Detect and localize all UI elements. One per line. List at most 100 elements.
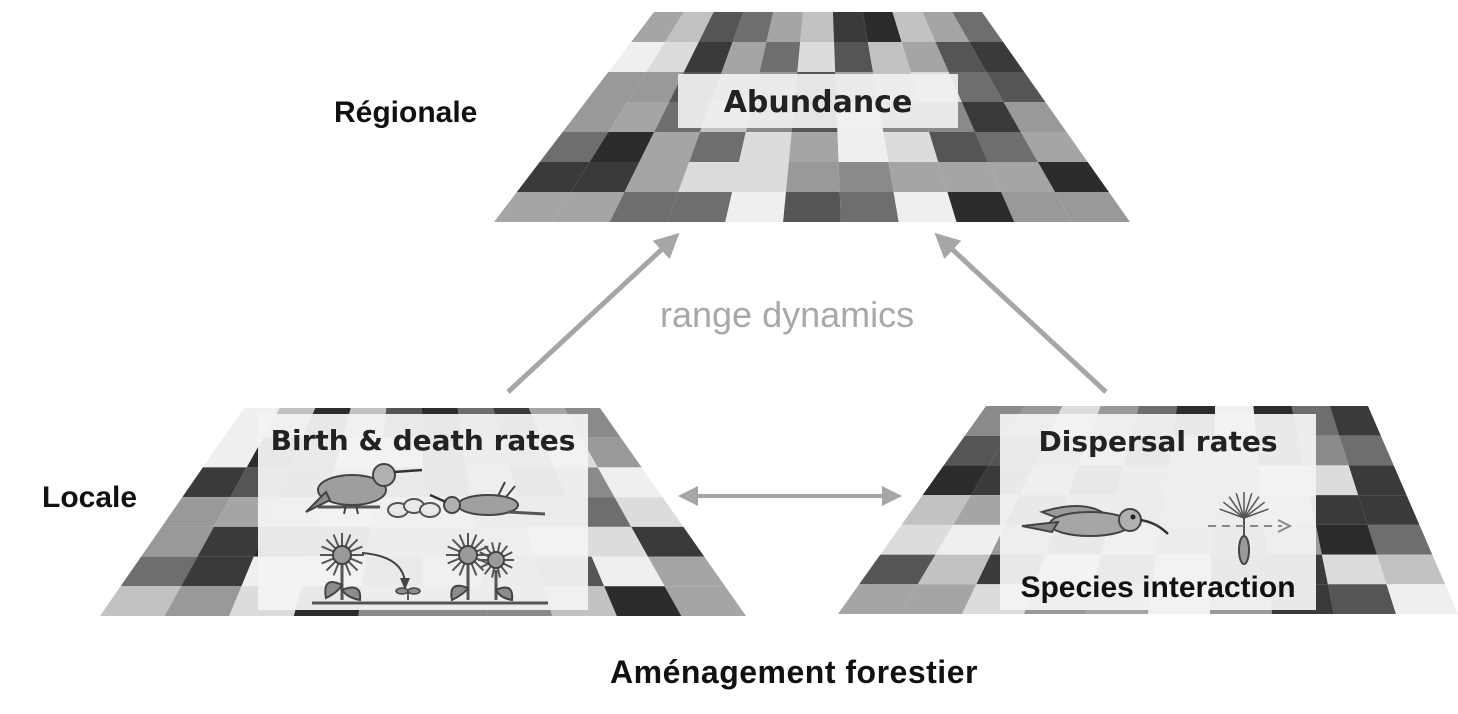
grid-cell [988,162,1056,192]
grid-cell [1339,435,1394,466]
grid-cell [948,72,1004,102]
grid-cell [647,556,726,587]
species-interaction-title: Species interaction [1020,571,1295,604]
eggs-icon [387,498,441,518]
grid-cell [182,467,247,498]
grid-cell [494,192,571,222]
petal-stroke [1243,496,1260,519]
grid-cell [880,524,954,555]
grid-cell [834,42,874,72]
grid-cell [604,586,682,616]
grid-cell [164,586,242,616]
grid-cell [698,12,744,42]
regional-scale-label: Régionale [334,96,478,129]
grid-cell [862,12,902,42]
grid-cell [539,132,609,162]
dandelion-seed-icon [1208,492,1293,565]
grid-cell [922,465,989,496]
grid-cell [917,554,991,585]
grid-cell [646,42,699,72]
grid-cell [797,42,836,72]
grid-cell [1377,554,1446,585]
dispersal-box: Dispersal rates Species interaction [1000,414,1316,610]
birth-death-box: Birth & death rates [258,414,588,610]
petal-stroke [1243,501,1266,519]
grid-cell [627,72,684,102]
petal-stroke [1243,508,1269,519]
grid-cell [943,435,1007,466]
petal-stroke [1222,501,1245,519]
grid-cell [901,42,949,72]
dead-bird-icon [429,481,546,516]
grid-cell [1037,162,1109,192]
petal-stroke [1219,508,1245,519]
seed-arrow-icon [361,552,406,583]
dispersal-title: Dispersal rates [1039,425,1278,458]
grid-cell [579,526,648,557]
grid-cell [1367,524,1433,555]
grid-cell [664,12,714,42]
grid-cell [961,102,1021,132]
grid-cell [900,584,977,614]
grid-cell [1327,584,1396,614]
grid-cell [738,132,792,162]
grid-cell [800,12,835,42]
grid-cell [1303,465,1359,496]
grid-cell [759,42,801,72]
grid-cell [581,437,642,468]
grid-cell [893,192,957,222]
range-dynamics-right-arrow [934,232,1108,394]
grid-cell [1386,584,1458,614]
grid-cell [788,132,839,162]
range-dynamics-label: range dynamics [660,294,915,335]
grid-cell [664,586,746,616]
grid-cell [974,132,1038,162]
grid-cell [732,162,789,192]
grid-cell [100,586,182,616]
grid-cell [888,162,948,192]
grid-cell [591,556,665,587]
grid-cell [725,192,786,222]
grid-cell [892,12,936,42]
grid-cell [1321,554,1387,585]
grid-cell [516,162,590,192]
grid-cell [1315,524,1378,555]
range-dynamics-left-arrow [506,232,680,394]
grid-cell [969,42,1025,72]
forest-management-label: Aménagement forestier [610,654,978,690]
grid-cell [678,162,739,192]
grid-cell [570,162,640,192]
grid-cell [922,12,970,42]
grid-cell [608,42,665,72]
grid-cell [161,497,231,527]
grid-cell [585,72,647,102]
grid-cell [1055,192,1130,222]
seedling-icon [395,587,421,600]
grid-cell [608,102,670,132]
grid-cell [1020,132,1088,162]
grid-cell [614,497,684,527]
grid-cell [986,72,1046,102]
grid-cell [120,556,198,587]
abundance-title: Abundance [724,85,913,120]
grid-cell [947,192,1015,222]
grid-cell [1309,495,1368,525]
grid-cell [837,132,889,162]
grid-cell [609,192,679,222]
grid-cell [838,162,894,192]
grid-cell [766,12,804,42]
grid-cell [181,556,254,587]
grid-cell [689,132,746,162]
grid-cell [867,42,911,72]
grid-cell [901,495,971,525]
grid-cell [589,132,655,162]
petal-stroke [1235,492,1245,519]
grid-cell [639,132,701,162]
grid-cell [929,132,989,162]
grid-cell [624,162,690,192]
petal-stroke [1228,496,1245,519]
grid-cell [141,526,214,557]
flying-bird-icon [1021,505,1169,537]
grid-cell [938,162,1002,192]
